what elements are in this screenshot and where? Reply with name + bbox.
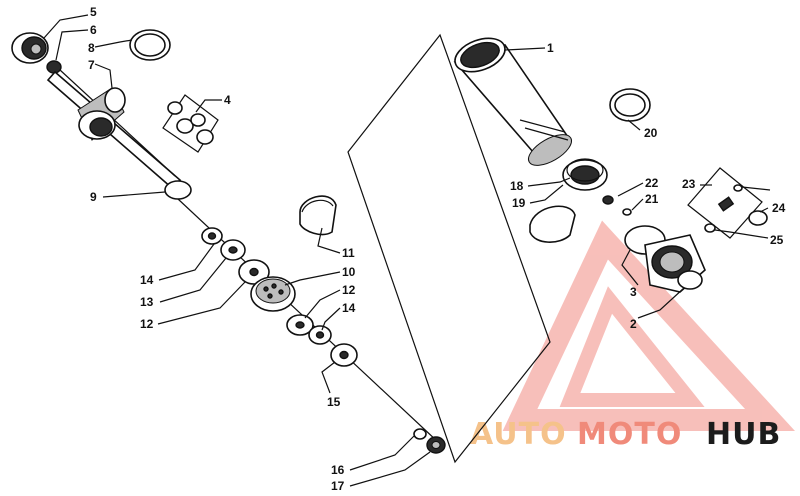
callout-20: 21 [645, 192, 659, 206]
callout-24: 25 [770, 233, 784, 247]
callout-12-right: 12 [342, 283, 356, 297]
washer-21 [602, 195, 614, 205]
callout-16: 17 [331, 479, 345, 493]
clip-set [162, 94, 219, 153]
washer-15 [413, 428, 427, 440]
bushing [46, 60, 62, 74]
callout-8: 8 [88, 41, 95, 55]
end-cap-2 [624, 225, 706, 293]
schrader-valve-group [687, 167, 768, 239]
callout-1: 1 [547, 41, 554, 55]
assembly-outline [347, 33, 551, 464]
valve-piston [250, 276, 296, 312]
callout-15: 16 [331, 463, 345, 477]
watermark-logo [502, 220, 796, 431]
callout-11: 11 [342, 246, 355, 260]
piston-band [299, 195, 337, 236]
callout-13-right: 14 [342, 301, 356, 315]
watermark-text-moto: MOTO [577, 417, 682, 452]
callout-14-right: 15 [327, 395, 341, 409]
callout-21: 22 [645, 176, 659, 190]
callout-22: 23 [682, 177, 696, 191]
callout-12-left: 12 [140, 317, 154, 331]
bearing-17 [562, 158, 608, 191]
shaft-assembly [11, 29, 219, 200]
watermark-text-auto: AUTO [470, 417, 567, 452]
callout-3: 3 [630, 285, 637, 299]
callout-2: 2 [630, 317, 637, 331]
bump-stop [164, 180, 192, 200]
callout-19: 20 [644, 126, 658, 140]
eyelet [11, 32, 49, 64]
watermark-text-hub: HUB [706, 417, 781, 452]
shock-body-tube [453, 37, 572, 166]
valve-stack [177, 195, 446, 454]
callout-23: 24 [772, 201, 786, 215]
callout-10: 10 [342, 265, 356, 279]
callout-13-left: 13 [140, 295, 154, 309]
callout-4: 4 [224, 93, 231, 107]
callout-6: 6 [90, 23, 97, 37]
rod-housing [77, 87, 126, 141]
watermark-text: AUTO MOTO HUB [470, 417, 781, 452]
valve-core-25 [733, 184, 743, 192]
leader-lines [43, 14, 771, 487]
callout-7: 7 [88, 58, 95, 72]
callout-14-left: 14 [140, 273, 154, 287]
callout-17: 18 [510, 179, 524, 193]
callout-5: 5 [90, 5, 97, 19]
callout-18: 19 [512, 196, 526, 210]
band-18 [529, 205, 576, 243]
valve-seal-24 [704, 223, 716, 233]
callout-labels: 5 6 8 7 4 9 11 10 14 12 13 14 12 15 16 1… [88, 5, 786, 493]
clip-20 [622, 208, 632, 216]
valve-cap-23 [748, 210, 768, 226]
callout-9: 9 [90, 190, 97, 204]
